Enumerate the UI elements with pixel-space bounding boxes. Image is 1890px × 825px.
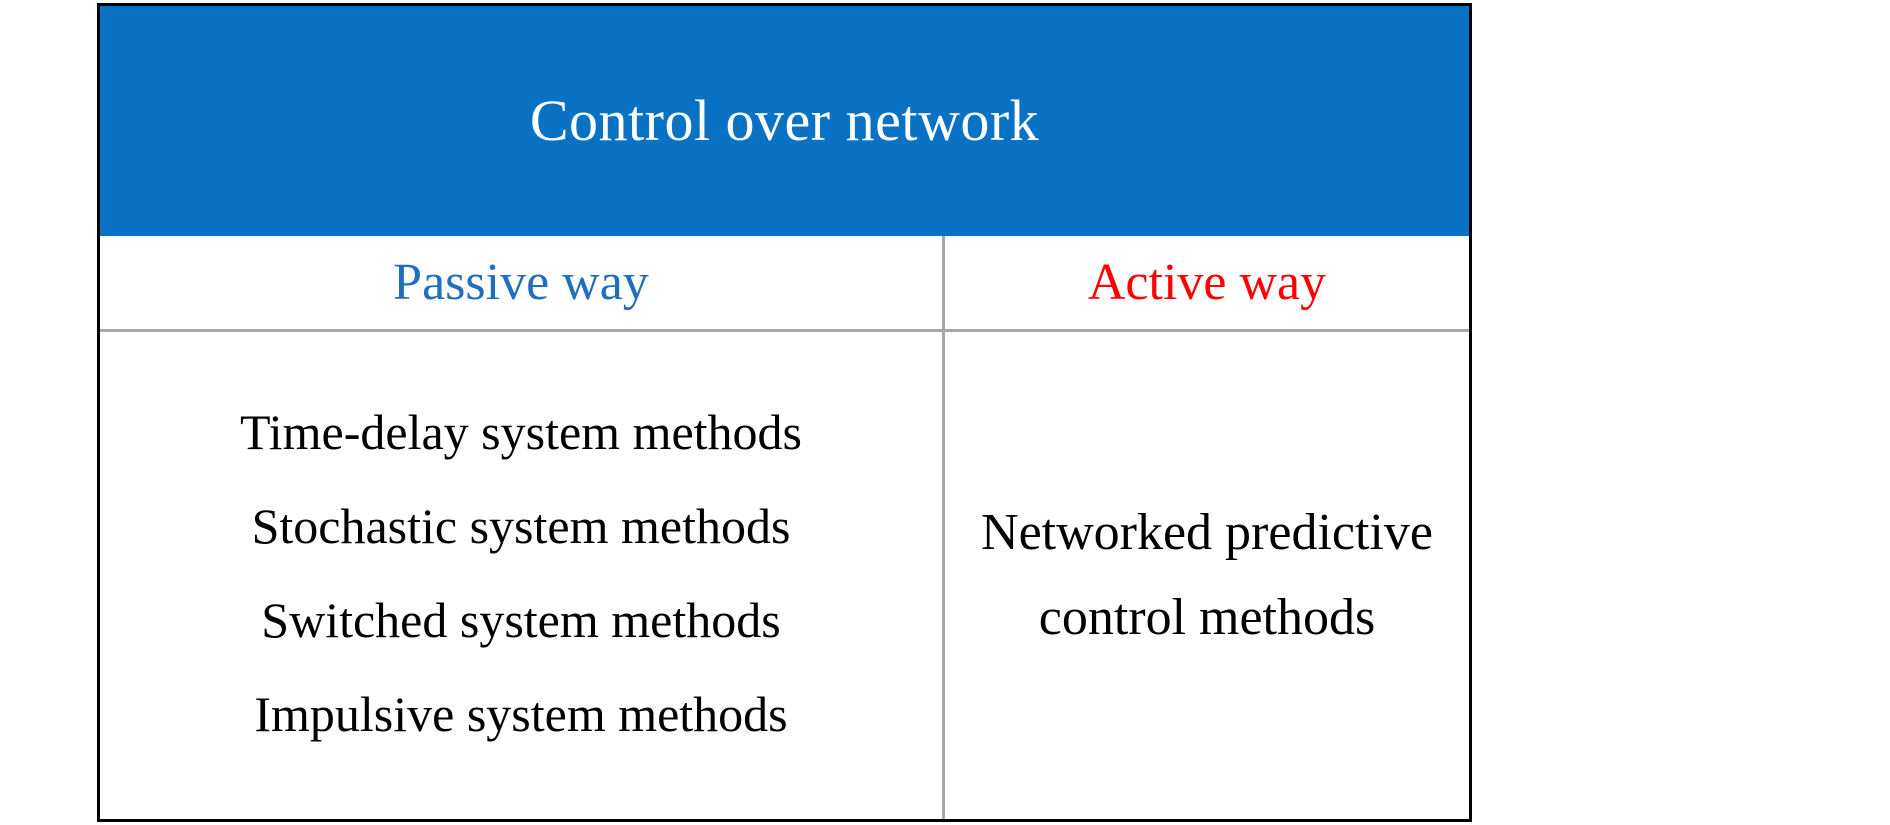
banner-title: Control over network [529, 88, 1040, 154]
table-subheader-row: Passive way Active way [100, 236, 1469, 332]
active-methods-cell: Networked predictive control methods [945, 332, 1469, 819]
list-item: Switched system methods [261, 591, 781, 648]
comparison-table: Control over network Passive way Active … [97, 3, 1472, 822]
list-item: Time-delay system methods [239, 403, 802, 460]
list-item: Impulsive system methods [254, 685, 788, 742]
list-item: control methods [1038, 588, 1376, 646]
subheader-cell-active: Active way [945, 236, 1469, 329]
list-item: Networked predictive [981, 504, 1433, 562]
table-banner: Control over network [100, 6, 1469, 236]
networked-predictive-control-text: Networked predictive control methods [981, 491, 1433, 659]
list-item: Stochastic system methods [251, 497, 791, 554]
subheader-cell-passive: Passive way [100, 236, 945, 329]
passive-way-header: Passive way [393, 253, 649, 311]
table-body-row: Time-delay system methods Stochastic sys… [100, 332, 1469, 819]
passive-methods-cell: Time-delay system methods Stochastic sys… [100, 332, 945, 819]
active-way-header: Active way [1087, 253, 1327, 311]
